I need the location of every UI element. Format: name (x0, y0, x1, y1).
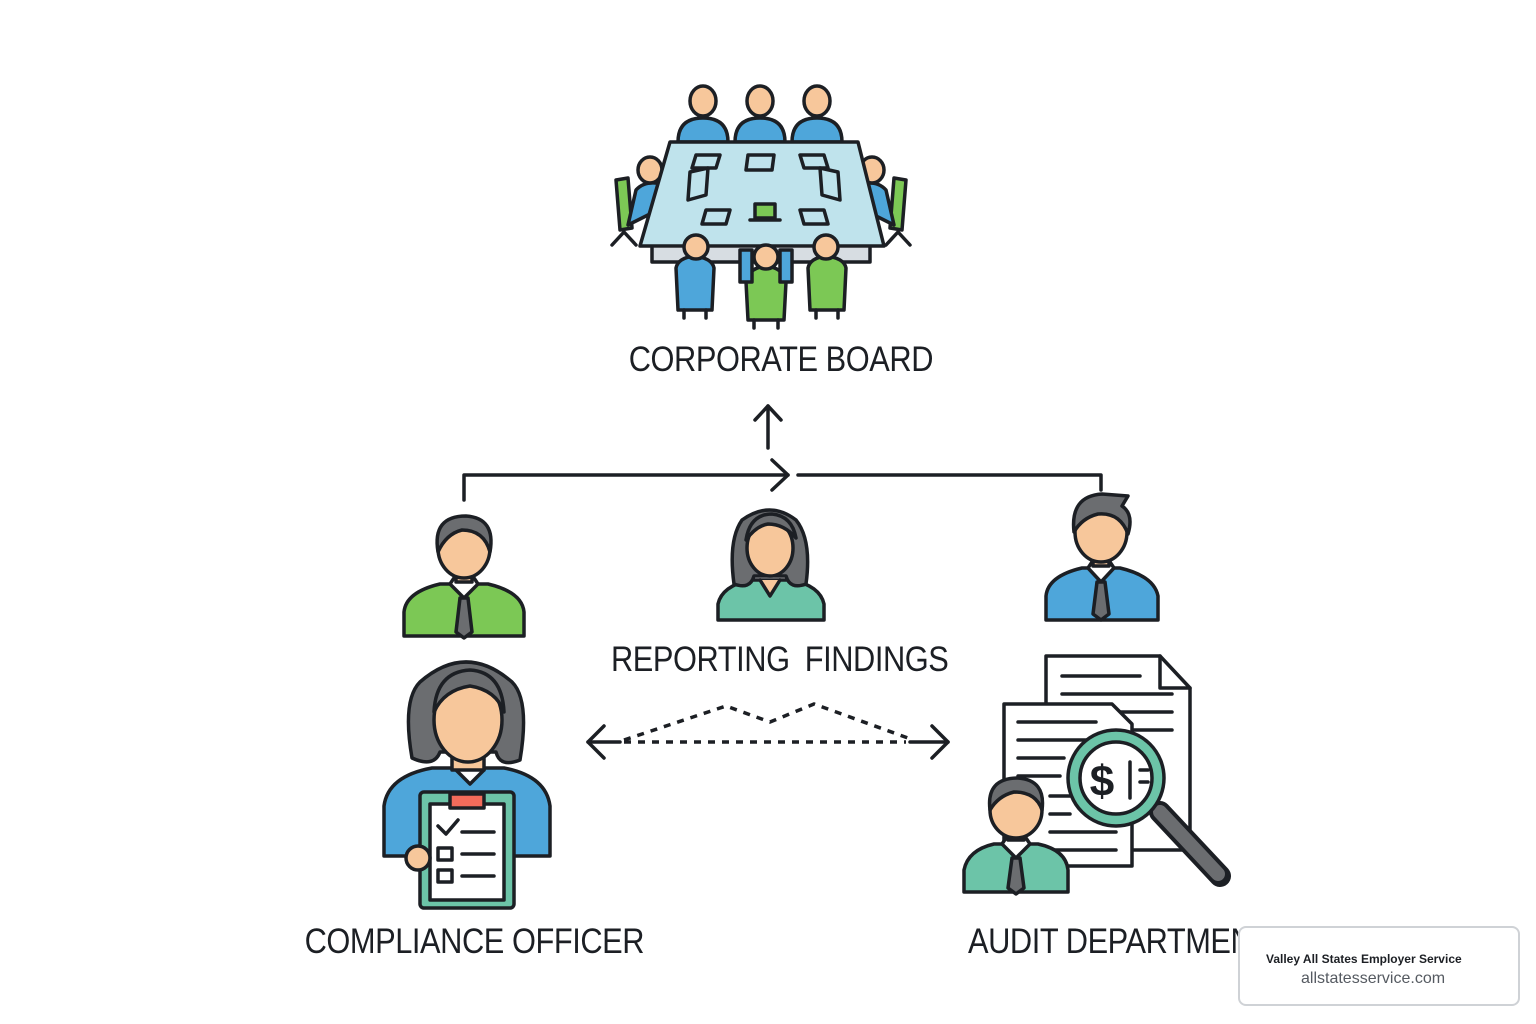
up-arrow-head (753, 404, 783, 422)
watermark-url: allstatesservice.com (1301, 970, 1446, 987)
board-member-front-3 (806, 233, 848, 320)
audit-branch-line (796, 473, 1103, 492)
board-member-back-2 (733, 84, 787, 144)
person-green-icon (402, 514, 526, 640)
dollar-sign-glyph: $ (1090, 757, 1114, 806)
boardroom-meeting-icon (610, 84, 912, 330)
watermark-company-name: Valley All States Employer Service (1266, 952, 1462, 966)
compliance-officer-clipboard-icon (382, 660, 552, 910)
person-blue-icon (1044, 492, 1160, 622)
board-member-back-1 (676, 84, 730, 144)
corporate-board-label: CORPORATE BOARD (628, 340, 934, 379)
right-arrow-head (770, 458, 790, 492)
board-member-back-3 (790, 84, 844, 144)
reporting-findings-label: REPORTING FINDINGS (611, 640, 949, 679)
compliance-branch-line (462, 473, 790, 502)
board-member-front-1 (674, 233, 716, 320)
audit-documents-magnifier-icon: $ (962, 654, 1231, 896)
person-teal-woman-icon (716, 508, 826, 622)
board-member-front-2 (738, 243, 794, 330)
dashed-line-zigzag (623, 702, 909, 742)
watermark-badge: Valley All States Employer Service allst… (1238, 926, 1520, 1006)
report-to-board-connector (462, 404, 1103, 502)
compliance-officer-label: COMPLIANCE OFFICER (304, 922, 645, 961)
dashed-exchange-connector (586, 702, 950, 760)
audit-department-label: AUDIT DEPARTMENT (968, 922, 1271, 961)
reporting-people-icon (402, 492, 1160, 640)
